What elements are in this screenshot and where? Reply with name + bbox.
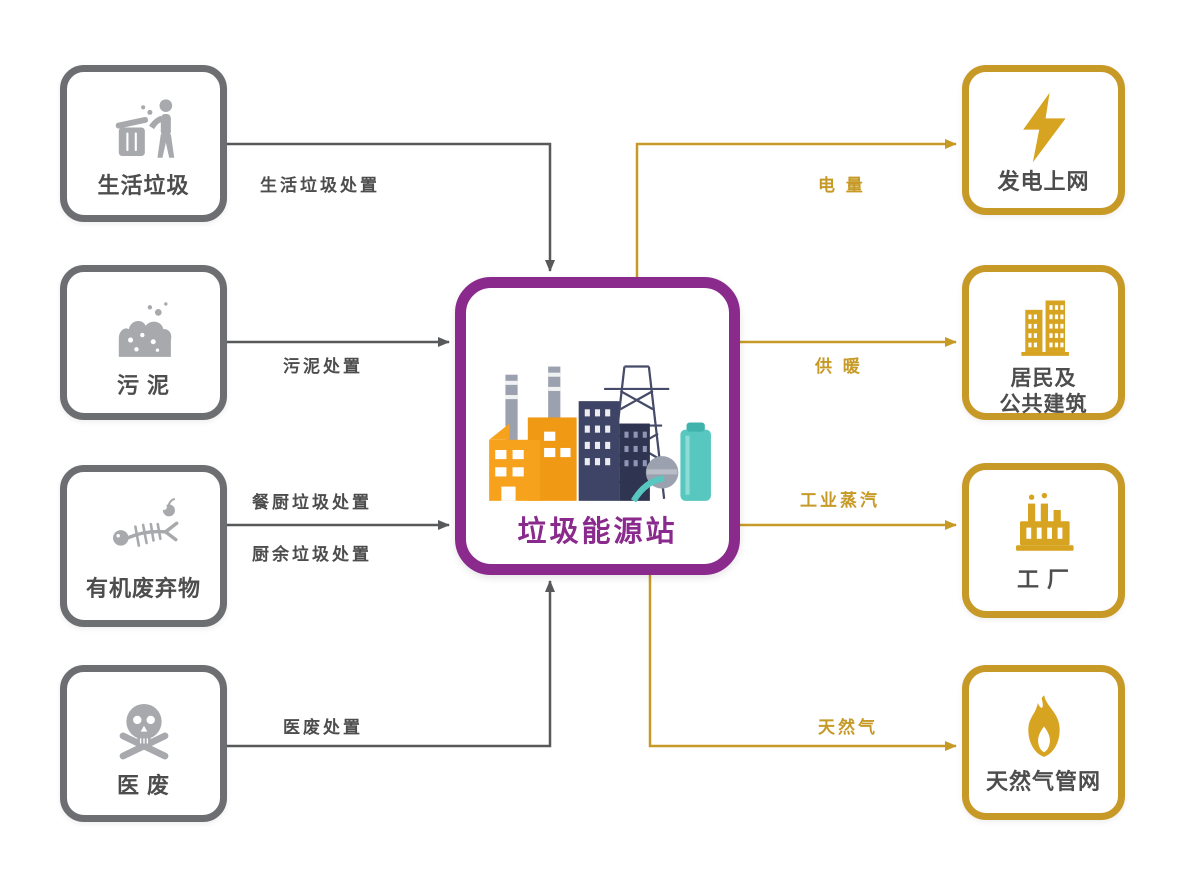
skull-crossbones-icon: [102, 688, 186, 772]
node-medical-waste: 医 废: [60, 665, 227, 822]
edge-label-sludge-disposal: 污泥处置: [283, 357, 363, 376]
edge-station-to-gas: [648, 575, 957, 751]
edge-medical-to-station: [227, 580, 555, 748]
node-label: 生活垃圾: [97, 173, 190, 198]
node-power-grid: 发电上网: [962, 65, 1125, 215]
node-gas-network: 天然气管网: [962, 665, 1125, 820]
node-label: 天然气管网: [985, 768, 1101, 794]
edge-label-heating: 供 暖: [815, 357, 863, 376]
node-household-waste: 生活垃圾: [60, 65, 227, 222]
edge-label-industrial-steam: 工业蒸汽: [800, 491, 880, 510]
edge-station-to-grid: [635, 139, 957, 277]
edge-label-natural-gas: 天然气: [818, 718, 878, 737]
lightning-icon: [1004, 88, 1084, 168]
buildings-icon: [1005, 288, 1083, 366]
node-factory: 工 厂: [962, 463, 1125, 618]
node-label: 工 厂: [1016, 567, 1071, 592]
node-label: 医 废: [116, 773, 171, 798]
edge-label-electricity: 电 量: [818, 176, 866, 195]
sludge-icon: [102, 288, 186, 372]
node-waste-energy-station: 垃圾能源站: [455, 277, 740, 575]
edge-label-medical-waste-disposal: 医废处置: [283, 718, 363, 737]
node-label: 居民及 公共建筑: [999, 367, 1088, 417]
edge-label-kitchen-waste-disposal: 餐厨垃圾处置: [252, 493, 372, 512]
flame-icon: [1005, 688, 1083, 768]
node-organic-waste: 有机废弃物: [60, 465, 227, 627]
edge-household-to-station: [227, 142, 555, 272]
node-label: 发电上网: [997, 169, 1090, 194]
node-sludge: 污 泥: [60, 265, 227, 420]
node-label: 污 泥: [116, 373, 171, 398]
edge-label-food-waste-disposal: 厨余垃圾处置: [252, 545, 372, 564]
node-residential-buildings: 居民及 公共建筑: [962, 265, 1125, 420]
power-plant-illustration: [474, 298, 721, 506]
node-label: 有机废弃物: [85, 575, 201, 601]
factory-icon: [1004, 486, 1084, 566]
edge-label-household-disposal: 生活垃圾处置: [260, 176, 380, 195]
center-title: 垃圾能源站: [517, 516, 678, 548]
trash-bin-person-icon: [102, 88, 186, 172]
fish-bone-icon: [101, 488, 187, 575]
